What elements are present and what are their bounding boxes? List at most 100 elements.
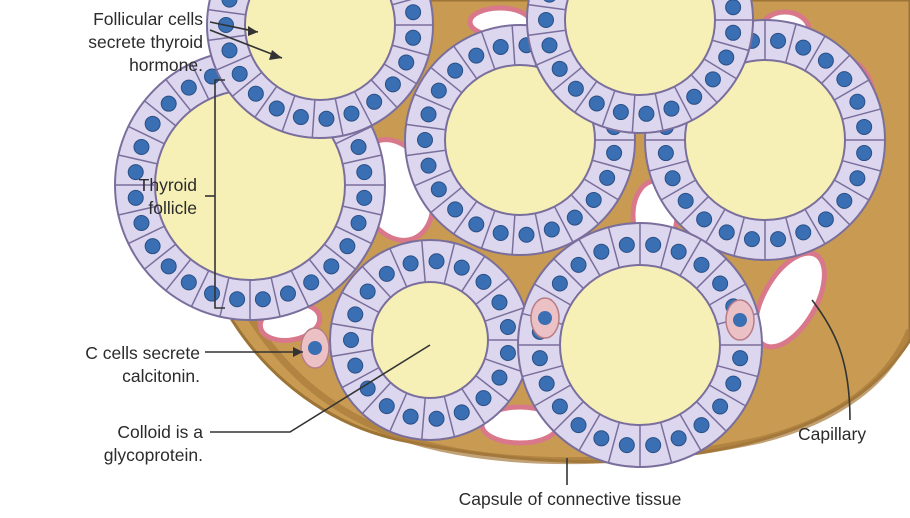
- nucleus: [293, 110, 308, 125]
- nucleus: [613, 105, 628, 120]
- nucleus: [619, 237, 634, 252]
- nucleus: [857, 146, 872, 161]
- nucleus: [280, 286, 295, 301]
- nucleus: [145, 239, 160, 254]
- label-capsule: Capsule of connective tissue: [380, 488, 760, 511]
- nucleus: [348, 307, 363, 322]
- label-thyroid-line2: follicle: [0, 197, 197, 220]
- nucleus: [671, 431, 686, 446]
- nucleus: [665, 171, 680, 186]
- nucleus: [733, 351, 748, 366]
- nucleus: [421, 107, 436, 122]
- nucleus: [232, 66, 247, 81]
- nucleus: [255, 292, 270, 307]
- nucleus: [248, 86, 263, 101]
- nucleus: [351, 140, 366, 155]
- nucleus: [230, 292, 245, 307]
- nucleus: [713, 276, 728, 291]
- nucleus: [519, 227, 534, 242]
- nucleus: [586, 192, 601, 207]
- nucleus: [713, 399, 728, 414]
- nucleus: [181, 275, 196, 290]
- nucleus: [493, 39, 508, 54]
- nucleus: [850, 94, 865, 109]
- nucleus: [796, 40, 811, 55]
- nucleus: [324, 259, 339, 274]
- nucleus: [850, 171, 865, 186]
- nucleus: [222, 43, 237, 58]
- label-follicular-line2: secrete thyroid: [0, 31, 203, 54]
- nucleus: [431, 83, 446, 98]
- nucleus: [429, 411, 444, 426]
- nucleus: [399, 55, 414, 70]
- nucleus: [367, 94, 382, 109]
- nucleus: [552, 61, 567, 76]
- nucleus: [646, 237, 661, 252]
- nucleus: [421, 158, 436, 173]
- label-thyroid-follicle: Thyroid follicle: [0, 174, 197, 220]
- nucleus: [552, 276, 567, 291]
- nucleus: [857, 119, 872, 134]
- nucleus: [431, 182, 446, 197]
- nucleus: [429, 254, 444, 269]
- nucleus: [646, 438, 661, 453]
- nucleus: [379, 399, 394, 414]
- nucleus: [344, 106, 359, 121]
- nucleus: [600, 170, 615, 185]
- label-c-cells-line1: C cells secrete: [0, 342, 200, 365]
- nucleus: [476, 391, 491, 406]
- nucleus: [344, 333, 359, 348]
- nucleus: [796, 225, 811, 240]
- nucleus: [145, 116, 160, 131]
- nucleus: [837, 72, 852, 87]
- nucleus: [607, 145, 622, 160]
- nucleus: [205, 286, 220, 301]
- nucleus: [594, 431, 609, 446]
- nucleus: [705, 72, 720, 87]
- nucleus: [539, 376, 554, 391]
- nucleus: [726, 25, 741, 40]
- nucleus: [678, 193, 693, 208]
- nucleus: [493, 226, 508, 241]
- follicle: [330, 240, 530, 440]
- nucleus: [818, 53, 833, 68]
- nucleus: [542, 38, 557, 53]
- nucleus: [269, 101, 284, 116]
- nucleus: [639, 106, 654, 121]
- nucleus: [406, 5, 421, 20]
- nucleus: [304, 275, 319, 290]
- nucleus: [671, 244, 686, 259]
- nucleus: [492, 295, 507, 310]
- label-colloid-line2: glycoprotein.: [0, 444, 203, 467]
- nucleus: [500, 319, 515, 334]
- nucleus: [571, 418, 586, 433]
- c-cell-nucleus: [733, 313, 747, 327]
- nucleus: [744, 232, 759, 247]
- nucleus: [694, 257, 709, 272]
- nucleus: [500, 346, 515, 361]
- follicle: [518, 223, 762, 467]
- nucleus: [379, 266, 394, 281]
- nucleus: [532, 351, 547, 366]
- nucleus: [406, 30, 421, 45]
- nucleus: [771, 232, 786, 247]
- nucleus: [403, 256, 418, 271]
- nucleus: [469, 217, 484, 232]
- nucleus: [360, 284, 375, 299]
- nucleus: [567, 210, 582, 225]
- nucleus: [319, 111, 334, 126]
- nucleus: [357, 190, 372, 205]
- nucleus: [594, 244, 609, 259]
- nucleus: [771, 33, 786, 48]
- nucleus: [697, 212, 712, 227]
- nucleus: [589, 96, 604, 111]
- c-cell-nucleus: [538, 311, 552, 325]
- nucleus: [340, 239, 355, 254]
- label-colloid-line1: Colloid is a: [0, 421, 203, 444]
- c-cell-nucleus: [308, 341, 322, 355]
- nucleus: [571, 257, 586, 272]
- nucleus: [134, 140, 149, 155]
- nucleus: [837, 193, 852, 208]
- label-colloid: Colloid is a glycoprotein.: [0, 421, 203, 467]
- nucleus: [544, 222, 559, 237]
